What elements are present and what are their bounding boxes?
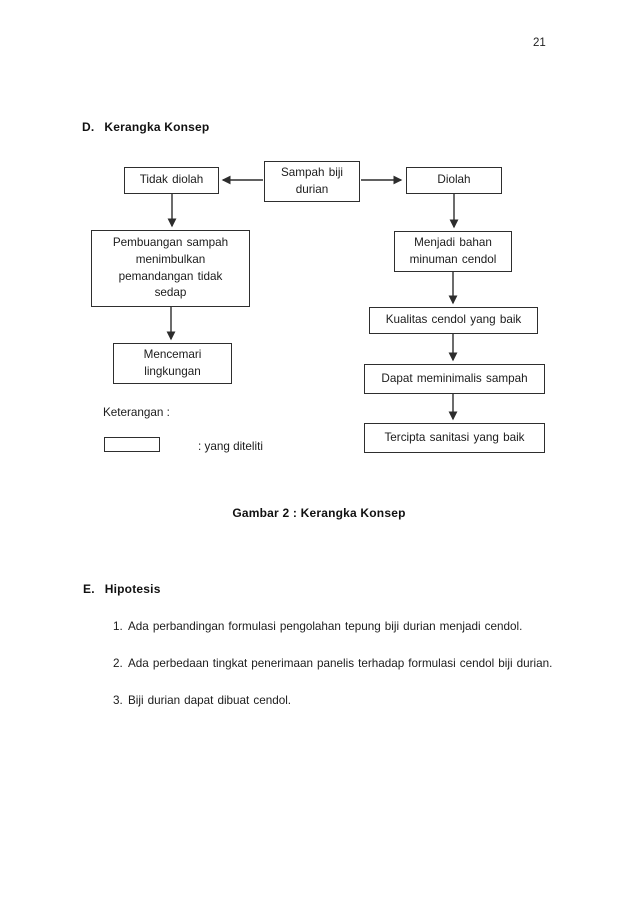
list-number: 1. (113, 620, 123, 633)
box-text-line: Sampah biji (280, 165, 344, 179)
box-text-line: minuman cendol (409, 252, 497, 266)
hypothesis-item: 3. Biji durian dapat dibuat cendol. (113, 694, 291, 707)
box-text-line: Menjadi bahan (414, 235, 492, 249)
box-text-line: Pembuangan sampah (112, 236, 229, 250)
section-letter: E. (83, 582, 95, 596)
box-text-line: sedap (154, 286, 187, 300)
list-text: Biji durian dapat dibuat cendol. (128, 694, 292, 707)
section-heading-hipotesis: E. Hipotesis (83, 582, 161, 596)
section-heading-kerangka-konsep: D. Kerangka Konsep (82, 120, 209, 134)
diagram-box-tercipta-sanitasi: Tercipta sanitasi yang baik (364, 423, 545, 453)
section-title: Kerangka Konsep (104, 120, 210, 134)
list-number: 3. (113, 694, 123, 707)
figure-caption: Gambar 2 : Kerangka Konsep (232, 506, 406, 520)
hypothesis-item: 2. Ada perbedaan tingkat penerimaan pane… (113, 657, 552, 670)
hypothesis-item: 1. Ada perbandingan formulasi pengolahan… (113, 620, 522, 633)
list-number: 2. (113, 657, 123, 670)
legend-meaning: : yang diteliti (198, 440, 263, 453)
box-text-line: lingkungan (144, 364, 201, 378)
diagram-box-diolah: Diolah (406, 167, 502, 194)
diagram-box-kualitas-cendol: Kualitas cendol yang baik (369, 307, 538, 334)
page-number: 21 (533, 37, 546, 49)
list-text: Ada perbedaan tingkat penerimaan panelis… (128, 657, 553, 670)
diagram-box-pembuangan-sampah: Pembuangan sampah menimbulkan pemandanga… (91, 230, 250, 307)
diagram-box-tidak-diolah: Tidak diolah (124, 167, 219, 194)
box-text-line: durian (295, 182, 329, 196)
section-letter: D. (82, 120, 95, 134)
diagram-box-menjadi-bahan: Menjadi bahan minuman cendol (394, 231, 512, 272)
diagram-box-dapat-meminimalis: Dapat meminimalis sampah (364, 364, 545, 394)
diagram-box-mencemari-lingkungan: Mencemari lingkungan (113, 343, 232, 384)
box-text-line: pemandangan tidak (118, 269, 223, 283)
section-title: Hipotesis (104, 582, 161, 596)
list-text: Ada perbandingan formulasi pengolahan te… (128, 620, 523, 633)
diagram-box-sampah-biji-durian: Sampah biji durian (264, 161, 360, 202)
legend-box-sample (104, 437, 160, 452)
box-text-line: Mencemari (143, 347, 202, 361)
legend-title: Keterangan : (103, 406, 170, 419)
box-text-line: menimbulkan (135, 252, 206, 266)
